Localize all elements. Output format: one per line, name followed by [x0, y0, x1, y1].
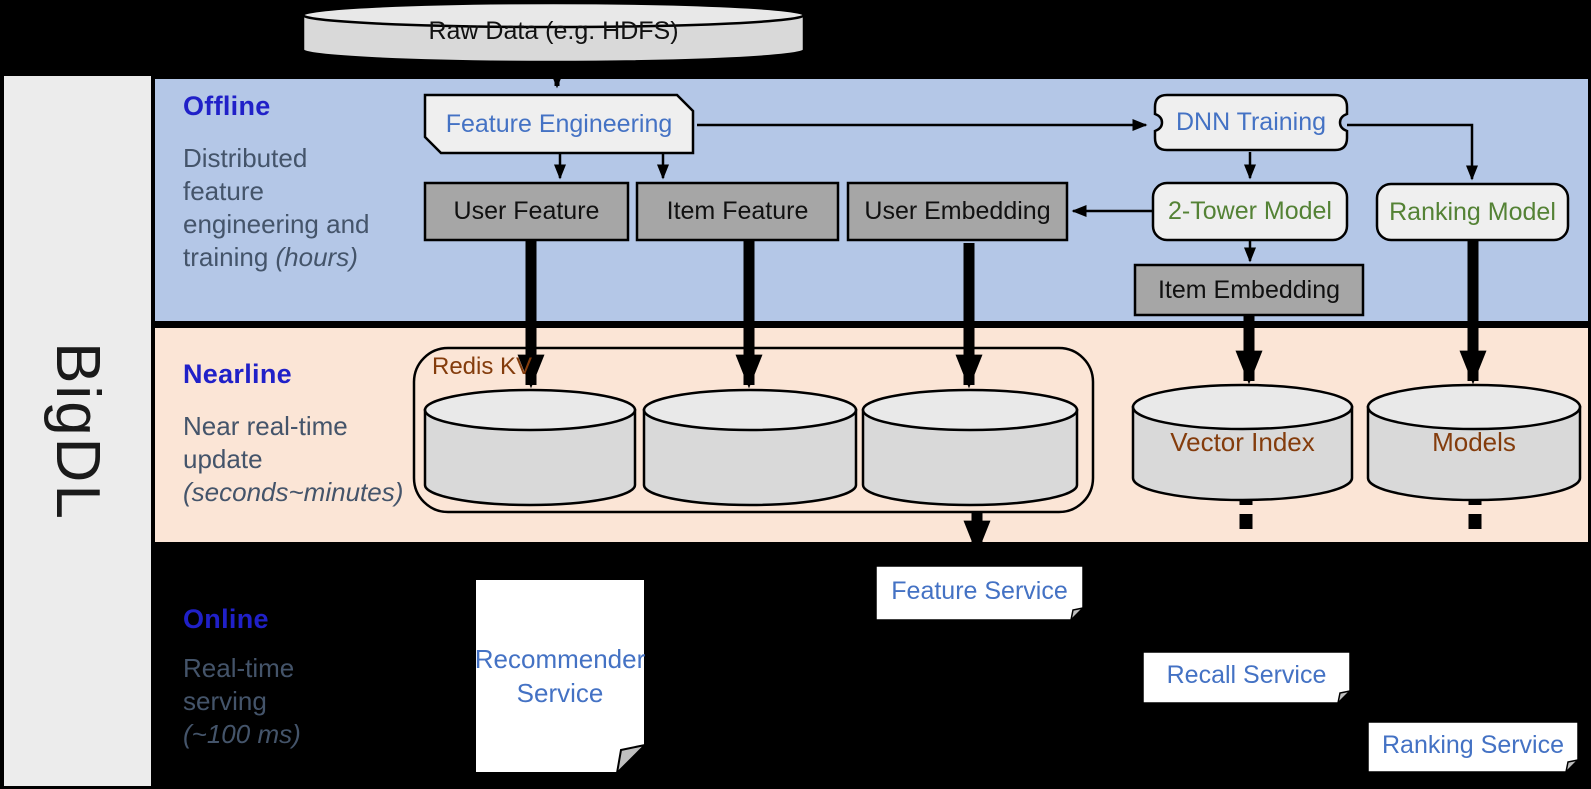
vector-index-cylinder	[1131, 383, 1354, 502]
redis-kv-container	[412, 346, 1095, 514]
ranking-model-shape	[1375, 182, 1570, 242]
item-embedding-shape	[1133, 263, 1365, 317]
feature-engineering-shape	[423, 93, 695, 155]
models-cylinder	[1366, 383, 1582, 502]
recommender-service-document	[474, 578, 649, 776]
two-tower-model-shape	[1151, 181, 1349, 242]
user-embedding-shape	[846, 181, 1069, 242]
bigdl-brand: BigDL	[4, 76, 151, 786]
dnn-training-shape	[1153, 93, 1349, 152]
recall-service-card	[1142, 651, 1353, 706]
raw-data-cylinder	[301, 1, 806, 64]
ranking-service-card	[1367, 721, 1581, 775]
bigdl-sidebar	[4, 76, 151, 786]
user-feature-shape	[423, 181, 630, 242]
feature-service-card	[875, 565, 1086, 623]
redis-cylinder-2	[642, 388, 858, 507]
arrow-dnn-training-to-ranking-model	[1347, 123, 1478, 181]
redis-cylinder-3	[861, 388, 1079, 507]
item-feature-shape	[635, 181, 840, 242]
redis-cylinder-1	[423, 388, 637, 507]
bigdl-brand-label: BigDL	[43, 341, 112, 521]
